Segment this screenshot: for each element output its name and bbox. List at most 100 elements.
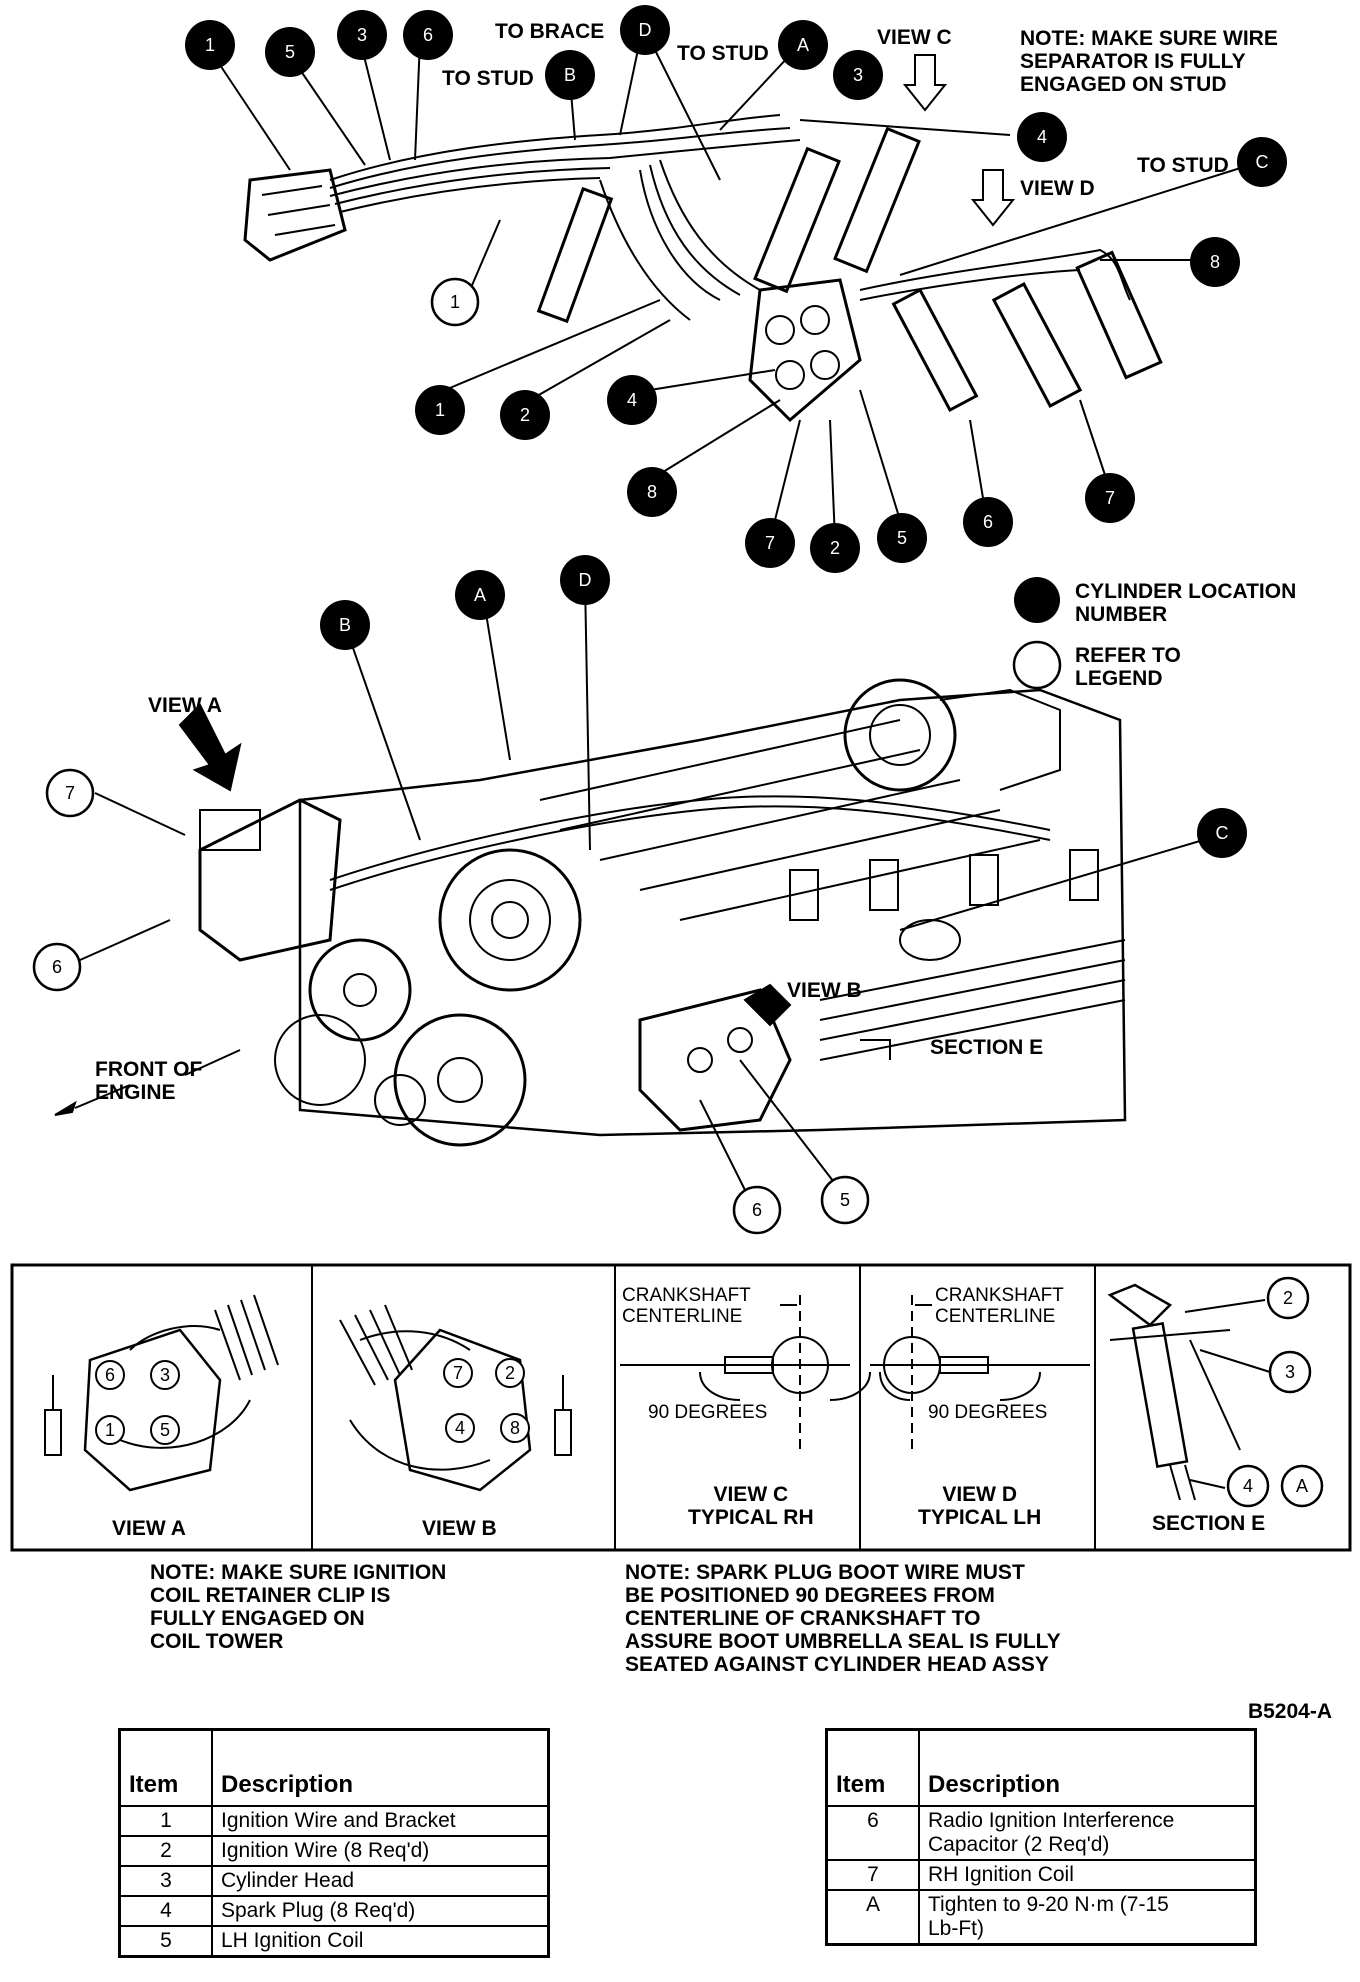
svg-text:6: 6 (105, 1365, 115, 1385)
callout-black: B (320, 600, 370, 650)
svg-text:B: B (564, 65, 576, 85)
callout-white: 3 (1268, 1350, 1312, 1394)
cyl-callout: 7 (443, 1358, 473, 1388)
svg-text:1: 1 (450, 292, 460, 312)
callout-black: 3 (337, 10, 387, 60)
svg-text:A: A (474, 585, 486, 605)
svg-text:8: 8 (647, 482, 657, 502)
engine-view (54, 579, 1211, 1201)
svg-text:D: D (639, 20, 652, 40)
item-header: Item (118, 1728, 213, 1807)
svg-text:6: 6 (752, 1200, 762, 1220)
legend-black-text: CYLINDER LOCATION NUMBER (1075, 580, 1297, 626)
to-stud-a-label: TO STUD (677, 42, 769, 65)
svg-text:7: 7 (1105, 488, 1115, 508)
view-a-title: VIEW A (112, 1517, 186, 1540)
section-e-drawing (1107, 1283, 1271, 1501)
svg-text:5: 5 (160, 1420, 170, 1440)
detail-callouts: 6 3 1 5 7 2 4 8 2 3 4 A (95, 1276, 1324, 1508)
svg-text:D: D (579, 570, 592, 590)
view-b-title: VIEW B (422, 1517, 497, 1540)
callout-black: C (1197, 808, 1247, 858)
callout-black: 5 (877, 513, 927, 563)
svg-text:3: 3 (160, 1365, 170, 1385)
callout-white: 6 (32, 942, 82, 992)
callout-black: 8 (627, 467, 677, 517)
svg-text:C: C (1256, 152, 1269, 172)
callout-black: 1 (415, 385, 465, 435)
svg-text:4: 4 (1243, 1476, 1253, 1496)
svg-text:1: 1 (435, 400, 445, 420)
view-d-drawing (870, 1295, 1090, 1450)
svg-text:6: 6 (983, 512, 993, 532)
cyl-callout: 2 (495, 1358, 525, 1388)
callout-white: 5 (820, 1175, 870, 1225)
engine-callouts-black: B A D C (320, 555, 1247, 858)
callout-black: A (778, 20, 828, 70)
svg-text:6: 6 (423, 25, 433, 45)
wire-separator-note: NOTE: MAKE SURE WIRE SEPARATOR IS FULLY … (1020, 27, 1278, 96)
view-d-title: VIEW D TYPICAL LH (918, 1483, 1042, 1529)
view-c-title: VIEW C TYPICAL RH (688, 1483, 814, 1529)
view-c-label: VIEW C (877, 26, 952, 49)
figure-id: B5204-A (1247, 1700, 1332, 1723)
callout-black: B (545, 50, 595, 100)
to-brace-label: TO BRACE (495, 20, 604, 43)
svg-text:2: 2 (1283, 1288, 1293, 1308)
description-header: Description (918, 1728, 1257, 1807)
boot-wire-note: NOTE: SPARK PLUG BOOT WIRE MUST BE POSIT… (625, 1561, 1061, 1676)
callout-black: D (560, 555, 610, 605)
svg-text:3: 3 (853, 65, 863, 85)
svg-text:1: 1 (205, 35, 215, 55)
legend-white-text: REFER TO LEGEND (1075, 644, 1181, 690)
detail-titles: VIEW A VIEW B SECTION E 90 DEGREES 90 DE… (112, 1402, 1265, 1540)
svg-text:6: 6 (52, 957, 62, 977)
cyl-callout: 4 (445, 1413, 475, 1443)
to-stud-b-label: TO STUD (442, 67, 534, 90)
view-c-centerline-label: CRANKSHAFT CENTERLINE (622, 1285, 751, 1327)
section-e-label: SECTION E (930, 1036, 1043, 1059)
svg-text:4: 4 (1037, 127, 1047, 147)
top-wiring-view (209, 39, 1251, 541)
svg-text:2: 2 (505, 1363, 515, 1383)
engine-labels: VIEW A VIEW B SECTION E (148, 694, 1043, 1059)
svg-text:C: C (1216, 823, 1229, 843)
view-d-angle: 90 DEGREES (928, 1402, 1047, 1423)
callout-black: A (455, 570, 505, 620)
top-callouts-white: 1 (430, 277, 480, 327)
front-of-engine-label: FRONT OF ENGINE (95, 1058, 203, 1104)
to-stud-c-label: TO STUD (1137, 154, 1229, 177)
svg-text:7: 7 (765, 533, 775, 553)
svg-text:7: 7 (453, 1363, 463, 1383)
view-b-label: VIEW B (787, 979, 862, 1002)
cyl-callout: 5 (150, 1415, 180, 1445)
view-a-label: VIEW A (148, 694, 222, 717)
legend-white-circle (1012, 640, 1062, 690)
svg-text:4: 4 (627, 390, 637, 410)
cyl-callout: 8 (500, 1413, 530, 1443)
svg-text:4: 4 (455, 1418, 465, 1438)
callout-black: 3 (833, 50, 883, 100)
view-d-centerline-label: CRANKSHAFT CENTERLINE (935, 1285, 1064, 1327)
svg-text:7: 7 (65, 783, 75, 803)
symbol-legend (1012, 577, 1062, 690)
svg-text:3: 3 (1285, 1362, 1295, 1382)
callout-black: 4 (1017, 112, 1067, 162)
svg-text:2: 2 (520, 405, 530, 425)
svg-text:2: 2 (830, 538, 840, 558)
cyl-callout: 1 (95, 1415, 125, 1445)
item-header: Item (825, 1728, 920, 1807)
callout-white: 6 (732, 1185, 782, 1235)
view-d-label: VIEW D (1020, 177, 1095, 200)
top-labels: TO BRACE TO STUD TO STUD TO STUD VIEW C … (442, 20, 1229, 200)
svg-text:A: A (1296, 1476, 1308, 1496)
callout-black: 6 (963, 497, 1013, 547)
